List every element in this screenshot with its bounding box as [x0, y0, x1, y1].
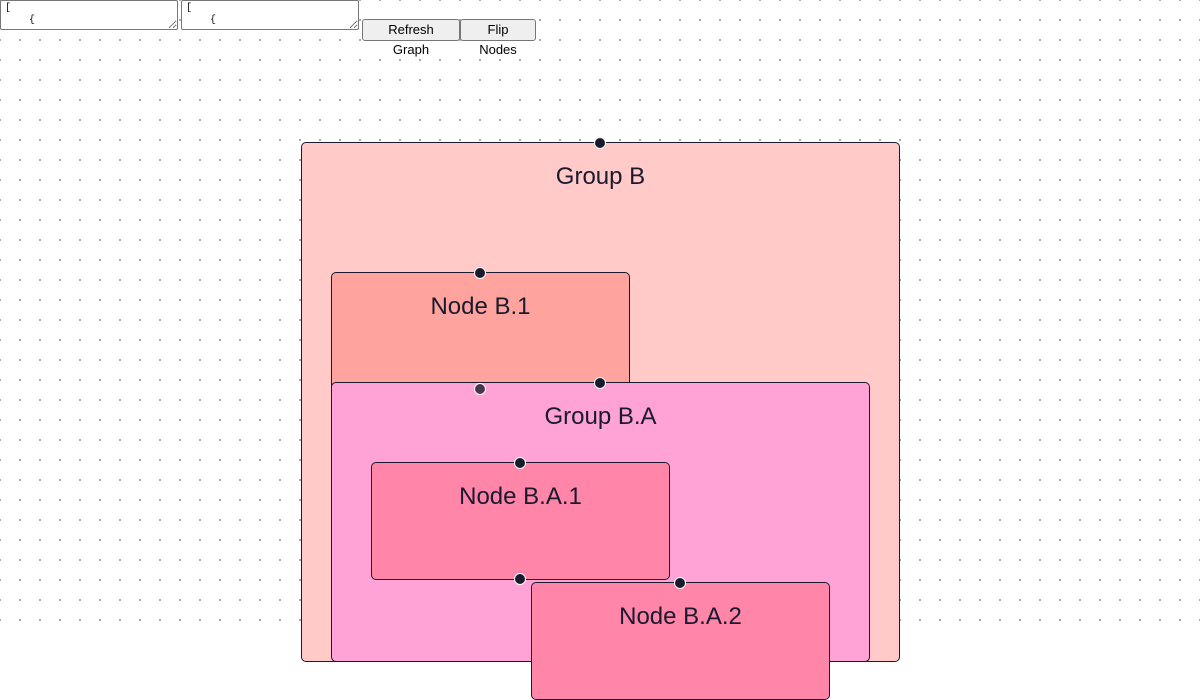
json-editor-b[interactable]: [ { [181, 0, 359, 30]
node-b1[interactable]: Node B.1 [331, 272, 630, 390]
node-ba2-label: Node B.A.2 [619, 603, 742, 630]
node-ba1-label: Node B.A.1 [459, 483, 582, 510]
refresh-graph-button[interactable]: Refresh Graph [362, 19, 460, 57]
node-ba1[interactable]: Node B.A.1 [371, 462, 670, 580]
group-b-top-handle[interactable] [594, 137, 606, 149]
node-b1-bottom-handle[interactable] [474, 383, 486, 395]
node-ba1-top-handle[interactable] [514, 457, 526, 469]
flip-nodes-button[interactable]: Flip Nodes [460, 19, 536, 57]
node-ba2[interactable]: Node B.A.2 [531, 582, 830, 700]
json-editor-a[interactable]: [ { [0, 0, 178, 30]
node-b1-top-handle[interactable] [474, 267, 486, 279]
node-b1-label: Node B.1 [430, 293, 531, 320]
node-ba2-top-handle[interactable] [674, 577, 686, 589]
group-ba-label: Group B.A [544, 403, 657, 430]
group-b-label: Group B [555, 163, 646, 190]
group-ba-top-handle[interactable] [594, 377, 606, 389]
node-ba1-bottom-handle[interactable] [514, 573, 526, 585]
toolbar: [ { [ { Refresh Graph Flip Nodes [0, 0, 1200, 57]
